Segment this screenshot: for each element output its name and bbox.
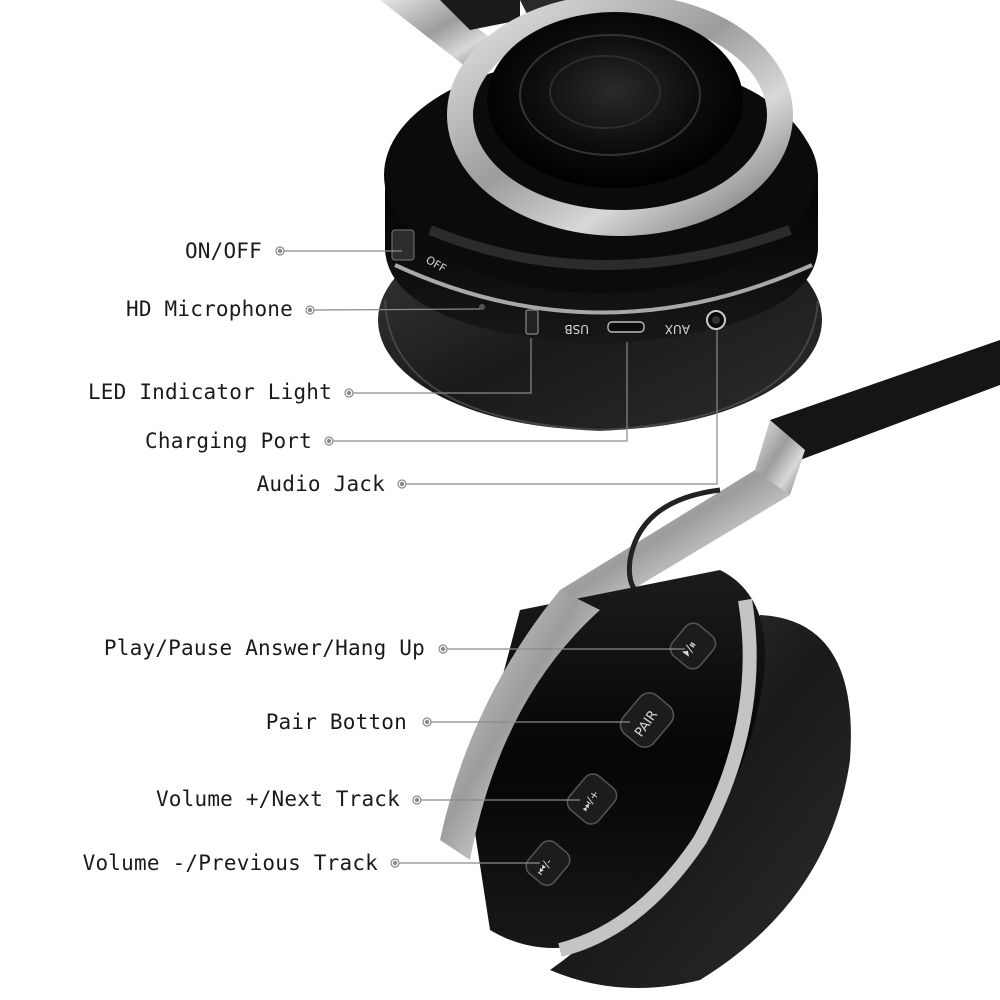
volume-down-button-shape: ⏮/- xyxy=(525,840,571,886)
on-off-switch xyxy=(391,229,415,261)
aux-marking: AUX xyxy=(665,322,690,336)
microphone-hole xyxy=(479,304,485,310)
bottom-slider-arm xyxy=(560,470,790,615)
led-indicator xyxy=(525,309,539,335)
callout-charging-port: Charging Port xyxy=(145,429,312,453)
callout-audio-jack: Audio Jack xyxy=(256,472,385,496)
top-earcup: OFF USB AUX xyxy=(378,0,822,432)
bottom-headband-arm xyxy=(770,340,1000,460)
usb-marking: USB xyxy=(564,322,589,336)
leader-lines xyxy=(275,246,718,868)
callout-on-off: ON/OFF xyxy=(184,239,262,263)
callout-pair-button: Pair Botton xyxy=(265,710,407,734)
callout-led-indicator: LED Indicator Light xyxy=(87,380,332,404)
callout-play-pause: Play/Pause Answer/Hang Up xyxy=(103,636,425,660)
volume-up-button-shape: ⏭/+ xyxy=(566,773,618,825)
top-silver-ring xyxy=(447,0,793,236)
top-cap xyxy=(487,12,743,188)
callout-volume-up: Volume +/Next Track xyxy=(155,787,400,811)
callout-hd-microphone: HD Microphone xyxy=(126,297,293,321)
bottom-earcup: ⏵/⏸ PAIR ⏭/+ ⏮/- xyxy=(440,340,1000,988)
top-headband-arm xyxy=(380,0,500,70)
charging-port xyxy=(607,321,645,333)
bottom-silver-yoke xyxy=(440,590,600,860)
play-pause-button-shape: ⏵/⏸ xyxy=(669,622,717,670)
callout-volume-down: Volume -/Previous Track xyxy=(82,851,378,875)
pair-button-shape: PAIR xyxy=(619,692,675,748)
